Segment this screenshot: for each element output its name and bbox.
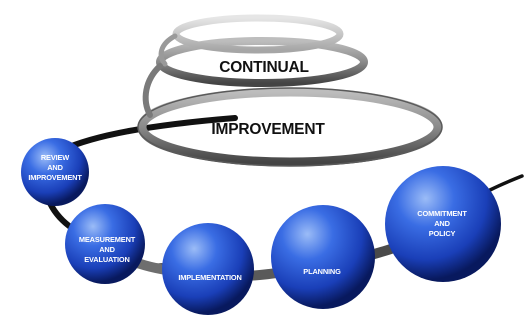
phase-implementation-line-1: IMPLEMENTATION	[178, 273, 241, 282]
phase-planning: PLANNING	[271, 205, 375, 309]
phase-commitment-line-2: AND	[434, 219, 450, 228]
spiral-swoop	[158, 33, 178, 67]
spiral-ring-top	[172, 14, 344, 54]
track-tail	[488, 174, 524, 192]
continual-label: CONTINUAL	[219, 59, 308, 76]
improvement-label: IMPROVEMENT	[211, 121, 325, 138]
spiral-ring-outer-edge	[137, 87, 443, 167]
phase-review: REVIEW AND IMPROVEMENT	[21, 138, 89, 206]
phase-measurement-line-2: AND	[99, 245, 115, 254]
phase-commitment: COMMITMENT AND POLICY	[385, 166, 501, 282]
phase-commitment-line-3: POLICY	[429, 229, 456, 238]
phase-commitment-line-1: COMMITMENT	[417, 209, 467, 218]
phase-measurement: MEASUREMENT AND EVALUATION	[65, 204, 145, 284]
spiral-swoop	[142, 63, 163, 118]
phase-review-line-3: IMPROVEMENT	[28, 173, 82, 182]
phase-planning-line-1: PLANNING	[303, 267, 341, 276]
phase-measurement-line-3: EVALUATION	[84, 255, 129, 264]
spiral-ring-middle	[156, 37, 368, 87]
phase-review-line-1: REVIEW	[41, 153, 69, 162]
phase-review-line-2: AND	[47, 163, 63, 172]
phase-measurement-line-1: MEASUREMENT	[79, 235, 136, 244]
spiral-ring-outer	[137, 87, 443, 167]
phase-implementation: IMPLEMENTATION	[162, 223, 254, 315]
